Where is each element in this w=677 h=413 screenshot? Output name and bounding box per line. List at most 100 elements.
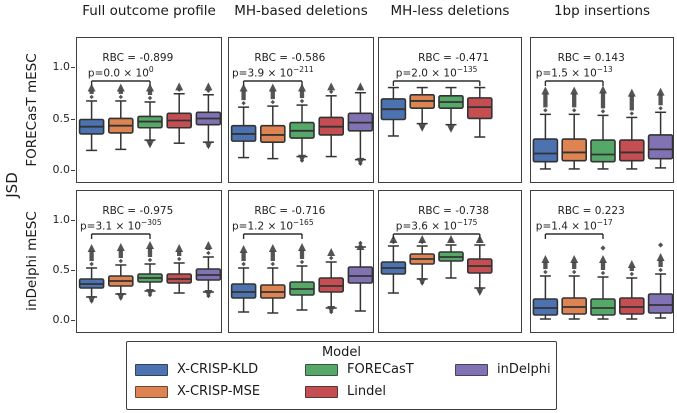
outlier-cluster-above [418, 235, 427, 245]
panel-plot-r1c2 [380, 233, 493, 296]
box-Lindel [467, 235, 493, 296]
box-X-CRISP-KLD [380, 235, 407, 294]
box-FORECasT [438, 86, 464, 133]
outlier-cluster-above [175, 244, 184, 262]
legend-entry-Lindel: Lindel [305, 384, 465, 404]
significance-bracket [544, 80, 604, 86]
panel-plot-r1c3 [532, 233, 674, 320]
legend-entry-X-CRISP-MSE: X-CRISP-MSE [135, 384, 295, 404]
box-X-CRISP-KLD [78, 83, 105, 152]
outlier-cluster-above [570, 86, 579, 113]
outlier-cluster-above [447, 235, 455, 244]
box-FORECasT [590, 245, 616, 320]
outlier-cluster-above [541, 86, 550, 113]
outlier-cluster-above [116, 243, 125, 264]
outlier-diamond [329, 89, 334, 95]
p-value-annotation: p=1.4 × 10−17 [535, 218, 613, 233]
box-Lindel [318, 82, 344, 158]
rbc-annotation: RBC = -0.716 [254, 205, 326, 217]
outlier-cluster-below [298, 154, 306, 163]
box-X-CRISP-KLD [532, 86, 559, 170]
box-X-CRISP-MSE [259, 244, 286, 314]
outlier-cluster-above [298, 243, 306, 265]
outlier-diamond [658, 106, 663, 111]
outlier-cluster-below [475, 288, 484, 296]
y-tick-mark [71, 270, 75, 272]
outlier-cluster-above [239, 83, 248, 106]
box-X-CRISP-MSE [107, 83, 134, 151]
legend-label: Lindel [347, 384, 386, 399]
panel-plot-r1c0 [78, 233, 222, 304]
p-value-annotation: p=3.9 × 10−211 [232, 65, 314, 80]
rbc-annotation: RBC = -0.471 [418, 52, 490, 64]
y-tick-label: 0.0 [52, 313, 71, 326]
legend-label: X-CRISP-MSE [177, 384, 261, 399]
legend-title: Model [321, 345, 362, 360]
p-value-annotation: p=1.2 × 10−165 [232, 218, 314, 233]
outlier-cluster-above [627, 260, 636, 277]
significance-bracket [90, 80, 151, 86]
outlier-cluster-above [541, 255, 550, 275]
box-X-CRISP-MSE [409, 235, 436, 286]
outlier-diamond [89, 94, 94, 100]
y-tick-mark [71, 320, 75, 322]
box-X-CRISP-KLD [78, 244, 105, 304]
y-tick-label: 1.0 [52, 213, 71, 226]
legend-swatch-FORECasT [305, 364, 338, 376]
box-X-CRISP-MSE [561, 255, 588, 320]
outlier-diamond [241, 100, 246, 106]
box-X-CRISP-KLD [230, 83, 257, 159]
box-FORECasT [438, 235, 464, 279]
outlier-diamond [629, 271, 634, 277]
column-title-mh-less: MH-less deletions [390, 3, 510, 19]
outlier-cluster-below [87, 296, 96, 304]
outlier-diamond [299, 98, 305, 104]
outlier-diamond [147, 95, 153, 101]
outlier-diamond [658, 267, 663, 273]
column-title-1bp: 1bp insertions [553, 3, 651, 19]
outlier-cluster-above [627, 88, 636, 116]
outlier-cluster-above [356, 240, 365, 250]
outlier-cluster-above [87, 244, 96, 267]
outlier-cluster-below [356, 157, 365, 166]
box-X-CRISP-MSE [107, 243, 134, 301]
outlier-diamond [572, 108, 577, 113]
outlier-cluster-below [146, 289, 154, 298]
panel-plot-r0c1 [230, 80, 374, 166]
outlier-cluster-above [204, 82, 213, 93]
box-X-CRISP-KLD [230, 245, 257, 313]
box-Lindel [318, 248, 344, 315]
outlier-diamond [147, 257, 153, 263]
outlier-cluster-above [146, 241, 154, 263]
rbc-annotation: RBC = -0.586 [254, 52, 326, 64]
box-inDelphi [195, 82, 222, 150]
p-value-annotation: p=3.1 × 10−305 [80, 218, 162, 233]
rbc-annotation: RBC = -0.738 [418, 205, 490, 217]
box-Lindel [467, 86, 493, 138]
outlier-cluster-above [116, 83, 125, 100]
outlier-diamond [118, 94, 123, 100]
y-tick-mark [71, 118, 75, 120]
outlier-diamond [600, 109, 606, 114]
outlier-cluster-above [599, 85, 607, 114]
legend-swatch-X-CRISP-MSE [135, 386, 168, 398]
legend-label: X-CRISP-KLD [177, 362, 259, 377]
box-FORECasT [137, 83, 163, 149]
outlier-diamond [206, 250, 211, 256]
significance-bracket [242, 80, 303, 86]
box-X-CRISP-MSE [561, 86, 588, 170]
outlier-diamond [270, 261, 275, 267]
y-tick-label: 0.5 [52, 263, 71, 276]
column-title-full-outcome: Full outcome profile [82, 3, 216, 19]
rbc-annotation: RBC = 0.223 [557, 205, 625, 217]
box-X-CRISP-MSE [259, 83, 286, 160]
significance-bracket [242, 233, 303, 239]
